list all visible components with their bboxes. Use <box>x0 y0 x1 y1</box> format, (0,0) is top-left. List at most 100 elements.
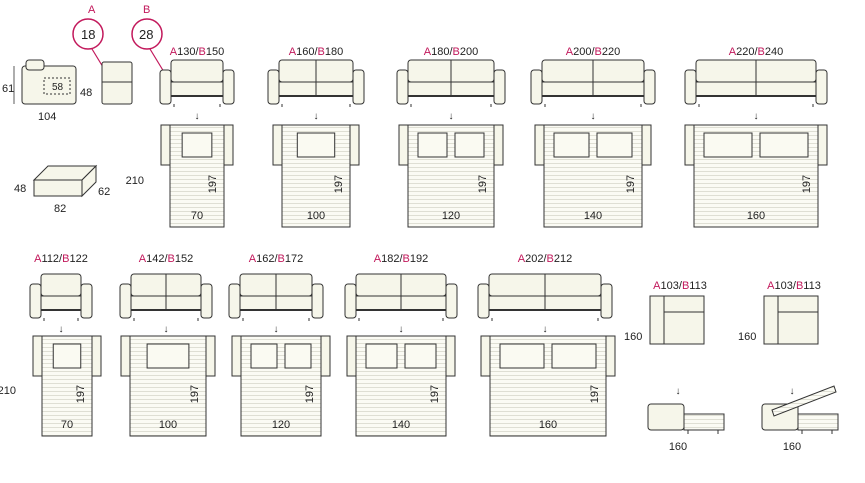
arrow-down-icon: ↓ <box>399 324 404 335</box>
arrow-down-icon: ↓ <box>591 111 596 122</box>
model-size-label: A200/B220 <box>566 46 620 58</box>
pillow <box>759 132 809 158</box>
model-size-label: A160/B180 <box>289 46 343 58</box>
seat-depth: 58 <box>52 82 64 93</box>
legend-b-letter: B <box>143 4 150 16</box>
chaise-bed-length: 160 <box>669 441 687 453</box>
bed-width: 70 <box>191 210 203 222</box>
arrow-down-icon: ↓ <box>59 324 64 335</box>
pillow <box>404 343 437 369</box>
side-view: 61 58 48 104 <box>2 59 92 123</box>
model-size-label: A103/B113 <box>653 280 707 292</box>
arrow-down-icon: ↓ <box>790 386 795 397</box>
sofa-front-view <box>344 273 458 321</box>
pillow <box>146 343 190 369</box>
sofa-front-view <box>119 273 213 321</box>
sofa-front-view <box>228 273 324 321</box>
model-size-label: A182/B192 <box>374 253 428 265</box>
bed-total-length: 210 <box>0 385 16 397</box>
bed-length: 197 <box>75 385 87 403</box>
row-2-models: A112/B122↓70197210A142/B152↓100197A162/B… <box>0 253 616 437</box>
pouf-depth: 62 <box>98 186 110 198</box>
bed-width: 120 <box>272 419 290 431</box>
sofa-front-view <box>159 59 235 107</box>
bed-length: 197 <box>477 175 489 193</box>
model-size-label: A130/B150 <box>170 46 224 58</box>
chaise-depth: 160 <box>738 331 756 343</box>
side-depth: 104 <box>38 111 56 123</box>
bed-length: 197 <box>801 175 813 193</box>
sofa-front-view <box>29 273 93 321</box>
pillow <box>551 343 597 369</box>
legend-b-value: 28 <box>139 27 153 42</box>
pillow <box>181 132 213 158</box>
side-height: 61 <box>2 83 14 95</box>
model-size-label: A103/B113 <box>767 280 821 292</box>
arrow-down-icon: ↓ <box>164 324 169 335</box>
pillow <box>596 132 633 158</box>
row-1-models: A130/B150↓70197210A160/B180↓100197A180/B… <box>126 46 828 228</box>
open-bed-top-view: 160 197 <box>480 335 616 437</box>
legend-b-circle <box>131 18 163 50</box>
chaise-bed-length: 160 <box>783 441 801 453</box>
pillow <box>417 132 448 158</box>
pillow <box>365 343 398 369</box>
arrow-down-icon: ↓ <box>754 111 759 122</box>
arrow-down-icon: ↓ <box>195 111 200 122</box>
arrow-down-icon: ↓ <box>449 111 454 122</box>
model-size-label: A180/B200 <box>424 46 478 58</box>
arrow-down-icon: ↓ <box>676 386 681 397</box>
pillow <box>52 343 82 369</box>
bed-width: 100 <box>307 210 325 222</box>
pillow <box>250 343 278 369</box>
model-size-label: A202/B212 <box>518 253 572 265</box>
sofa-front-view <box>477 273 613 321</box>
legend-a-value: 18 <box>81 27 95 42</box>
sofa-front-view <box>684 59 828 107</box>
sofa-front-view <box>530 59 656 107</box>
model-size-label: A220/B240 <box>729 46 783 58</box>
bed-width: 160 <box>539 419 557 431</box>
legend-b-pointer <box>149 48 165 73</box>
pillow <box>703 132 753 158</box>
model-row2-3: A162/B172 ↓ 120 197 <box>228 253 331 437</box>
bed-length: 197 <box>429 385 441 403</box>
bed-width: 100 <box>159 419 177 431</box>
legend-a-letter: A <box>88 4 96 16</box>
model-row1-3: A180/B200 ↓ 120 197 <box>396 46 506 228</box>
bed-width: 140 <box>392 419 410 431</box>
pillow <box>454 132 485 158</box>
pillow <box>553 132 590 158</box>
model-size-label: A162/B172 <box>249 253 303 265</box>
model-size-label: A142/B152 <box>139 253 193 265</box>
bed-length: 197 <box>625 175 637 193</box>
pouf-width: 82 <box>54 203 66 215</box>
bed-width: 160 <box>747 210 765 222</box>
bed-length: 197 <box>333 175 345 193</box>
bed-width: 120 <box>442 210 460 222</box>
open-bed-top-view: 160 197 <box>684 124 828 228</box>
bed-length: 197 <box>304 385 316 403</box>
arrow-down-icon: ↓ <box>274 324 279 335</box>
bed-length: 197 <box>207 175 219 193</box>
bed-width: 70 <box>61 419 73 431</box>
arrow-down-icon: ↓ <box>314 111 319 122</box>
open-bed-top-view: 120 197 <box>231 335 331 437</box>
sofa-front-view <box>267 59 365 107</box>
bed-length: 197 <box>589 385 601 403</box>
bed-width: 140 <box>584 210 602 222</box>
armrest-view <box>101 61 133 105</box>
open-bed-top-view: 70 197 210 <box>0 335 102 437</box>
model-row1-5: A220/B240 ↓ 160 197 <box>684 46 828 228</box>
pouf-height: 48 <box>14 183 26 195</box>
pouf-view: 48 82 62 <box>14 164 110 215</box>
